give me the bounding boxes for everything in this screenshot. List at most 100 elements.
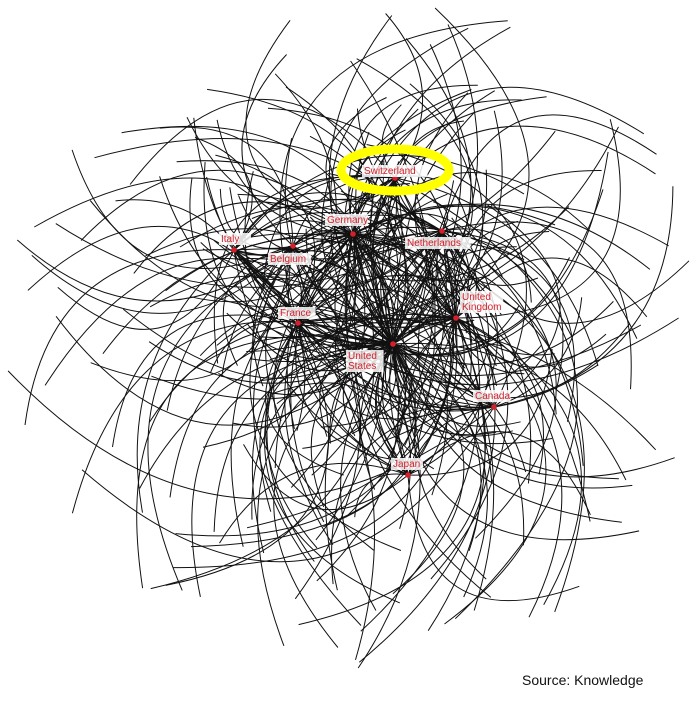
network-edge — [392, 343, 619, 480]
network-edge — [57, 249, 235, 330]
network-edge — [297, 254, 394, 345]
network-edge — [139, 343, 394, 489]
hub-edge — [297, 288, 457, 324]
network-edge — [136, 249, 235, 513]
node-label-background — [391, 458, 423, 470]
network-edge — [245, 19, 354, 235]
network-edge — [253, 177, 396, 626]
network-edge — [441, 228, 532, 303]
network-edge — [159, 126, 294, 247]
network-edge — [274, 382, 409, 476]
network-edge — [133, 201, 354, 274]
network-edge — [249, 245, 402, 551]
hub-edge — [352, 233, 495, 408]
network-edge — [24, 249, 235, 426]
network-edge — [455, 317, 563, 618]
node-dot — [231, 247, 237, 253]
hub-edge — [435, 230, 495, 408]
hub-edge — [233, 198, 443, 251]
network-edge — [297, 322, 553, 445]
network-edge — [55, 315, 394, 426]
network-edge — [265, 233, 354, 422]
node-label: United — [348, 351, 377, 362]
network-edge — [136, 335, 394, 589]
network-edge — [409, 83, 484, 319]
network-edge — [407, 474, 580, 602]
hub-edge — [387, 177, 495, 408]
switzerland-highlight-ring — [336, 144, 454, 196]
network-edge — [352, 233, 532, 484]
network-edge — [81, 406, 495, 563]
network-edge — [297, 189, 604, 356]
node-italy: Italy — [219, 233, 251, 253]
node-label: Kingdom — [462, 302, 501, 313]
network-edge — [330, 27, 469, 345]
node-netherlands: Netherlands — [405, 228, 471, 249]
network-edge — [356, 58, 474, 345]
network-edge — [241, 54, 294, 247]
hub-edge — [297, 322, 495, 412]
network-edge — [352, 86, 645, 235]
network-edge — [89, 200, 443, 308]
network-edge — [238, 195, 354, 253]
network-edge — [392, 257, 570, 350]
node-label-background — [460, 291, 504, 313]
node-label: Italy — [221, 234, 239, 245]
network-edge — [297, 243, 407, 324]
network-edge — [352, 172, 589, 235]
network-edge — [213, 230, 443, 290]
hub-edge — [352, 230, 443, 246]
node-label-background — [473, 390, 511, 402]
node-label: United — [462, 292, 491, 303]
network-edge — [166, 233, 354, 411]
network-edge — [216, 119, 354, 235]
network-edge — [407, 217, 498, 476]
network-edge — [165, 322, 329, 586]
node-dot — [295, 320, 301, 326]
hub-edge — [297, 322, 394, 353]
node-label: Japan — [393, 459, 420, 470]
hub-edge — [233, 249, 409, 476]
network-edge — [392, 301, 614, 365]
network-edge — [298, 317, 486, 626]
network-edge — [441, 230, 564, 390]
node-dot — [290, 243, 296, 249]
network-edge — [297, 322, 599, 410]
node-belgium: Belgium — [268, 243, 312, 265]
network-edge — [453, 220, 519, 319]
node-japan: Japan — [391, 458, 423, 478]
network-edge — [112, 314, 299, 448]
hub-edge — [394, 177, 443, 232]
network-edge — [241, 258, 394, 345]
network-edge — [441, 230, 690, 324]
node-dot — [439, 228, 445, 234]
network-edge — [455, 317, 555, 356]
node-dot — [491, 404, 497, 410]
network-edge — [455, 317, 544, 475]
source-caption: Source: Knowledge — [522, 672, 644, 688]
network-edge — [441, 114, 657, 232]
network-edge — [392, 323, 630, 399]
hub-edge — [292, 177, 396, 247]
network-edge — [352, 233, 475, 325]
network-edge — [175, 317, 457, 537]
hub-edge — [389, 230, 443, 476]
network-edge — [392, 38, 472, 345]
network-edge — [200, 233, 354, 281]
node-label: Switzerland — [364, 166, 416, 177]
hub-edge — [354, 177, 409, 476]
edge-layer — [7, 7, 690, 669]
hub-edge — [392, 343, 495, 409]
network-edge — [392, 318, 497, 367]
node-germany: Germany — [325, 214, 369, 237]
hub-edge — [392, 315, 457, 345]
network-edge — [273, 343, 394, 648]
network-edge — [276, 233, 355, 405]
network-edge — [357, 343, 421, 669]
network-edge — [350, 60, 436, 476]
node-label-background — [219, 233, 251, 245]
hub-edge — [297, 322, 409, 476]
network-edge — [233, 249, 306, 431]
